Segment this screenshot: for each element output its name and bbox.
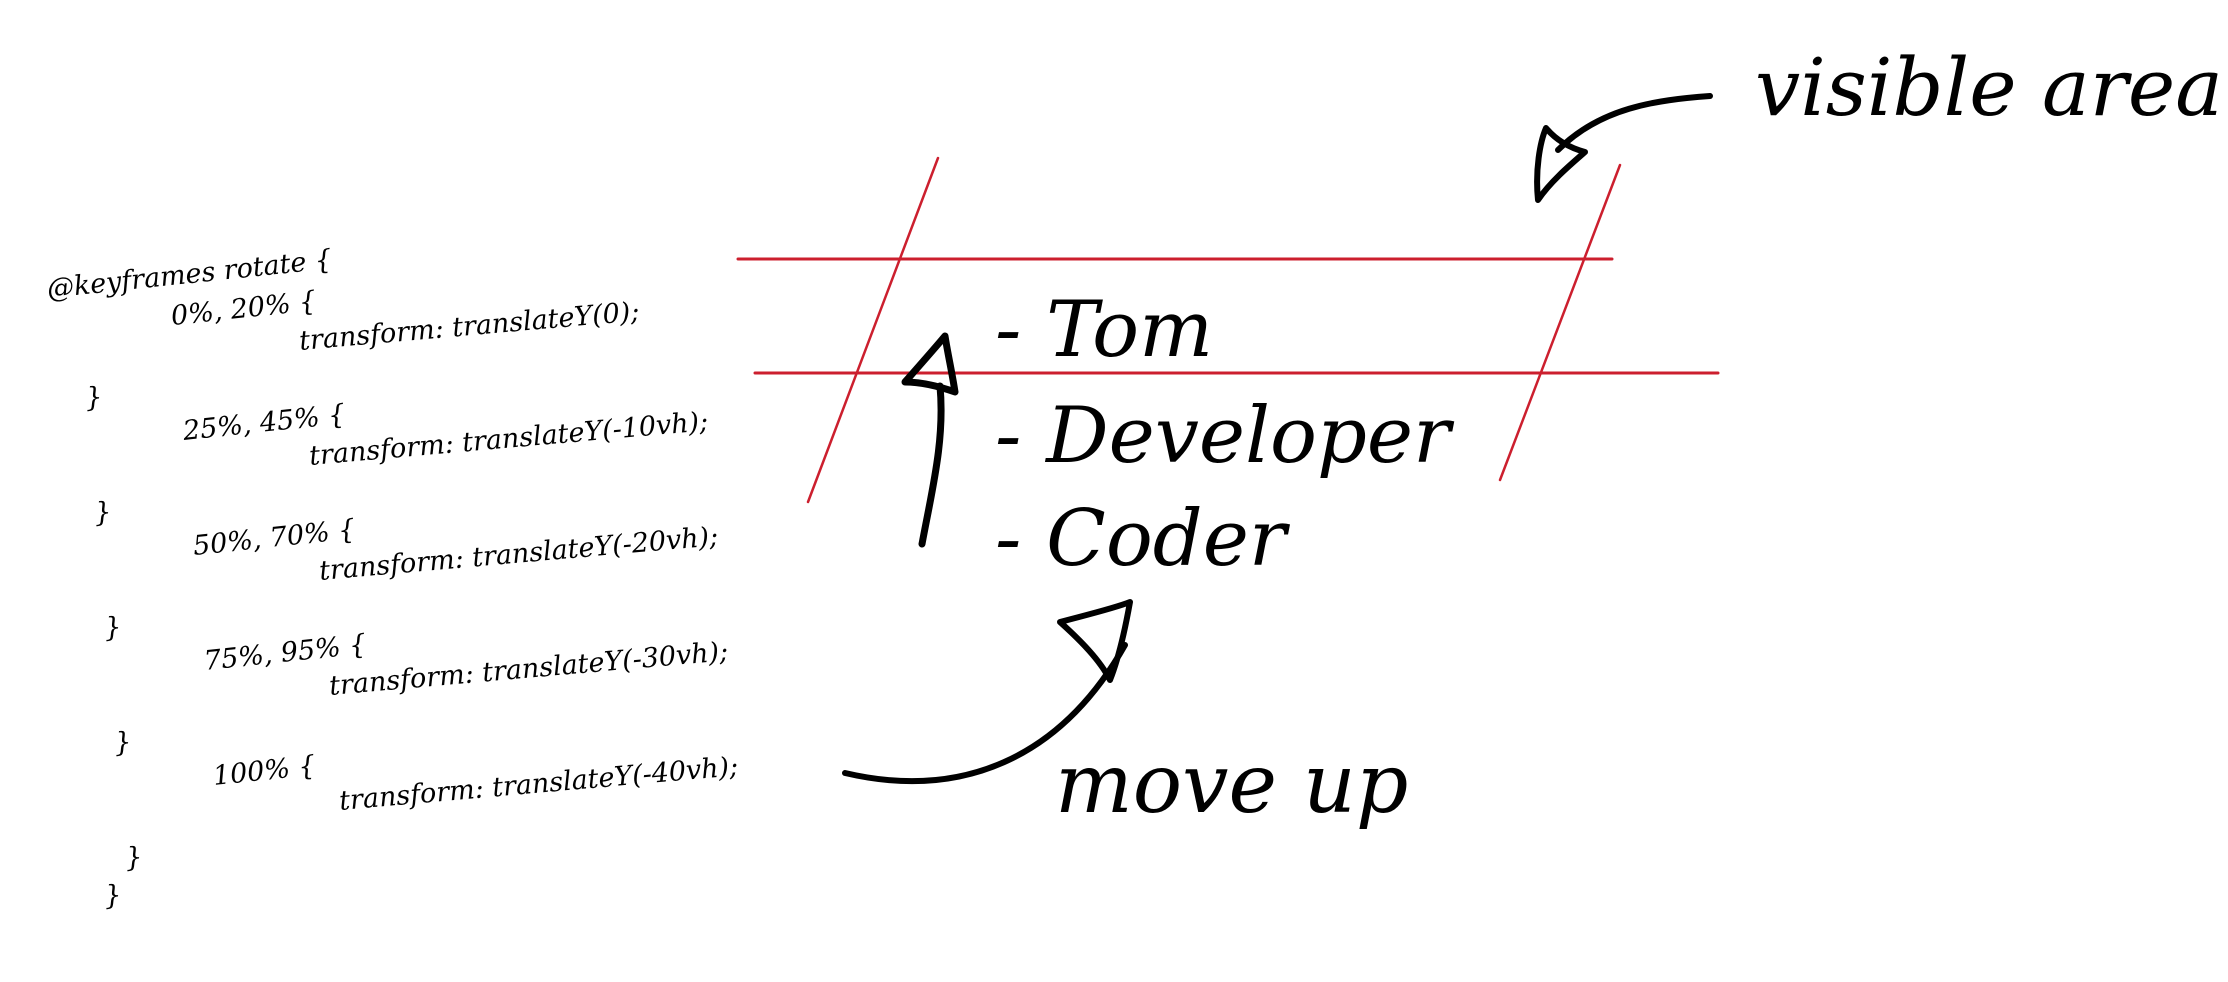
list-item-developer: - Developer (995, 391, 1455, 481)
visible-area-arrowhead-icon (1534, 125, 1588, 203)
code-line: } (124, 842, 144, 874)
code-line: } (103, 880, 123, 912)
code-line: transform: translateY(-40vh); (338, 751, 739, 817)
curved-arrowhead-icon (1057, 599, 1133, 683)
move-up-arrow (901, 332, 959, 548)
code-line: transform: translateY(-20vh); (318, 521, 719, 587)
move-up-arrow-shaft (918, 382, 945, 548)
frame-right-line (1498, 163, 1622, 482)
keyframes-code-block: @keyframes rotate { 0%, 20% { transform:… (45, 244, 739, 912)
list-item-tom: - Tom (995, 285, 1213, 375)
visible-area-arrow (1534, 93, 1713, 203)
visible-area-label: visible area (1755, 41, 2223, 134)
frame-left-line (806, 156, 940, 504)
code-line: } (113, 727, 133, 759)
move-up-label: move up (1055, 737, 1408, 832)
code-to-list-arrow (842, 599, 1133, 785)
rotating-list: - Tom - Developer - Coder (995, 285, 1455, 584)
code-line: transform: translateY(-30vh); (328, 636, 729, 702)
code-to-list-arrow-shaft (842, 642, 1128, 785)
code-line: 100% { (211, 750, 317, 792)
list-item-coder: - Coder (995, 494, 1291, 584)
code-line: } (93, 497, 113, 529)
code-line: 0%, 20% { (169, 286, 317, 332)
up-arrowhead-icon (901, 332, 959, 396)
code-line: transform: translateY(0); (298, 296, 641, 357)
code-line: transform: translateY(-10vh); (308, 406, 709, 472)
code-line: } (103, 612, 123, 644)
code-line: } (84, 382, 104, 414)
visible-area-arrow-shaft (1555, 93, 1713, 153)
